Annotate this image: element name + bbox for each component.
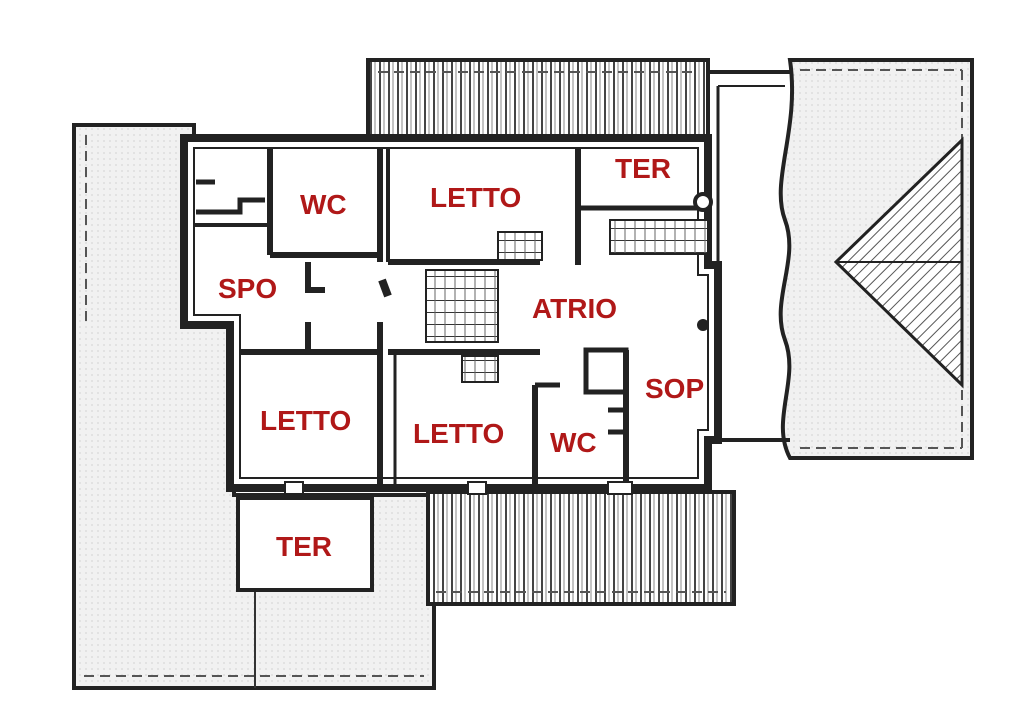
bottom-roof	[426, 490, 736, 606]
room-label-letto-mid: LETTO	[413, 418, 504, 449]
room-label-letto-left: LETTO	[260, 405, 351, 436]
room-label-wc-top: WC	[300, 189, 347, 220]
room-label-wc-bottom: WC	[550, 427, 597, 458]
house-walls	[180, 134, 722, 495]
bottom-terrace	[236, 496, 374, 592]
room-label-ter-top: TER	[615, 153, 671, 184]
right-roof	[708, 58, 974, 460]
room-label-ter-bottom: TER	[276, 531, 332, 562]
room-label-spo: SPO	[218, 273, 277, 304]
room-label-letto-top: LETTO	[430, 182, 521, 213]
room-labels: WC LETTO TER SPO ATRIO SOP LETTO LETTO W…	[218, 153, 704, 562]
room-label-sop: SOP	[645, 373, 704, 404]
top-roof	[366, 58, 710, 138]
room-label-atrio: ATRIO	[532, 293, 617, 324]
